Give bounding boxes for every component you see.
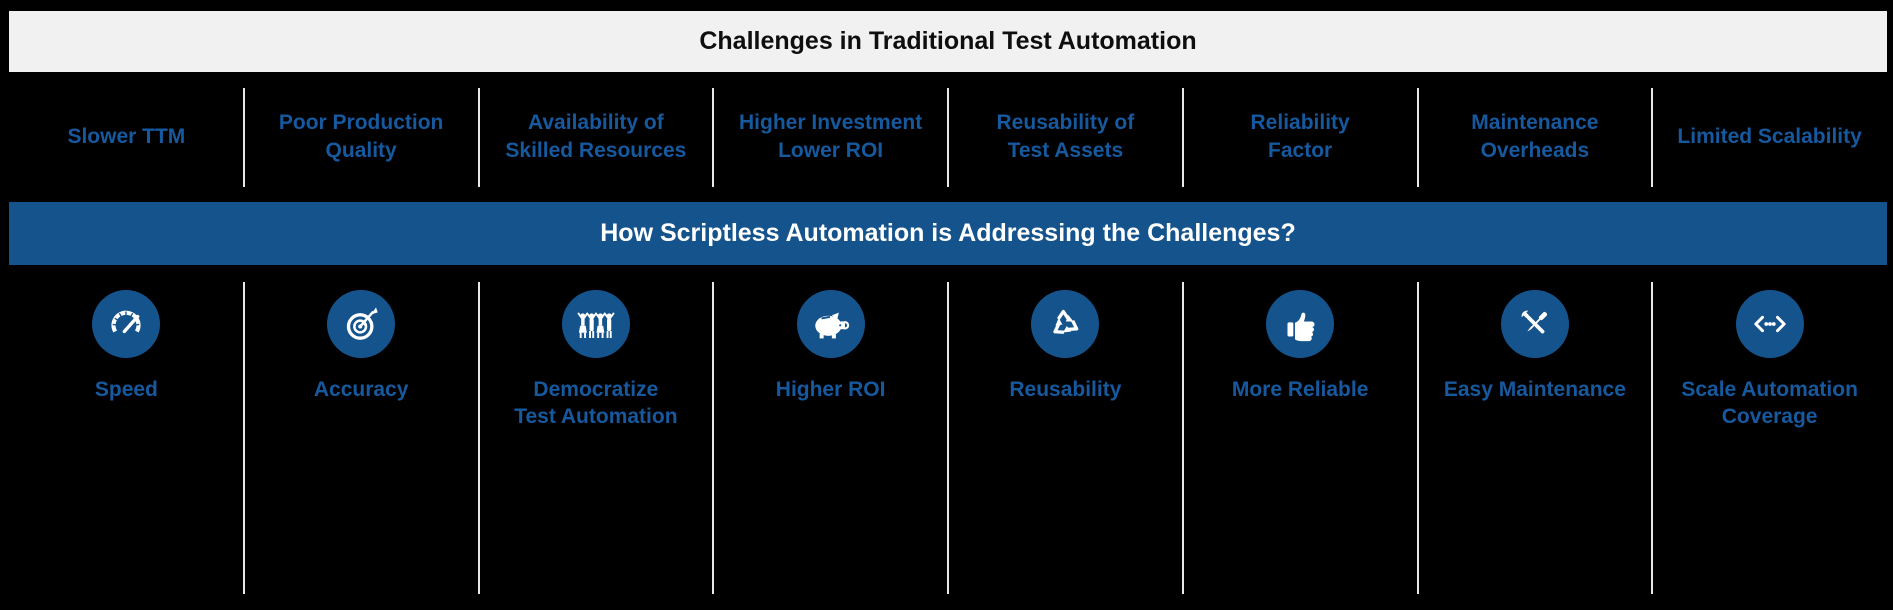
- solutions-row: Speed Accuracy: [9, 265, 1887, 610]
- challenge-label: Maintenance Overheads: [1471, 111, 1599, 162]
- challenges-header-band: Challenges in Traditional Test Automatio…: [9, 11, 1887, 72]
- challenges-title: Challenges in Traditional Test Automatio…: [699, 27, 1197, 55]
- speedometer-icon: [92, 290, 161, 358]
- challenge-label: Higher Investment Lower ROI: [739, 111, 923, 162]
- solution-label: Accuracy: [313, 378, 409, 401]
- solution-label: Reusability: [1009, 378, 1122, 401]
- thumbs-up-icon: [1266, 290, 1335, 358]
- solution-higher-roi: Higher ROI: [712, 265, 948, 610]
- target-arrow-icon: [327, 290, 396, 358]
- challenge-slower-ttm: Slower TTM: [9, 72, 244, 202]
- solutions-header-band: How Scriptless Automation is Addressing …: [9, 202, 1887, 265]
- code-expand-icon: [1735, 290, 1804, 358]
- solution-label: More Reliable: [1231, 378, 1369, 401]
- challenge-label: Reliability Factor: [1250, 111, 1350, 162]
- crowd-icon: [561, 290, 630, 358]
- challenge-label: Reusability of Test Assets: [996, 111, 1135, 162]
- solution-label: Speed: [94, 378, 158, 401]
- challenge-higher-investment: Higher Investment Lower ROI: [712, 72, 948, 202]
- solution-speed: Speed: [9, 265, 244, 610]
- challenge-label: Slower TTM: [67, 125, 186, 148]
- solutions-title: How Scriptless Automation is Addressing …: [600, 219, 1296, 247]
- solution-label: Scale Automation Coverage: [1681, 378, 1858, 428]
- challenge-limited-scalability: Limited Scalability: [1651, 72, 1887, 202]
- solution-label: Democratize Test Automation: [514, 378, 678, 428]
- solution-label: Easy Maintenance: [1443, 378, 1626, 401]
- solution-democratize: Democratize Test Automation: [477, 265, 714, 610]
- challenge-label: Poor Production Quality: [278, 111, 444, 162]
- solution-scale-coverage: Scale Automation Coverage: [1651, 265, 1887, 610]
- solution-label: Higher ROI: [775, 378, 886, 401]
- recycle-icon: [1031, 290, 1100, 358]
- challenge-label: Limited Scalability: [1677, 125, 1862, 148]
- challenge-maintenance-overheads: Maintenance Overheads: [1416, 72, 1653, 202]
- challenge-label: Availability of Skilled Resources: [505, 111, 687, 162]
- challenge-skilled-resources: Availability of Skilled Resources: [477, 72, 714, 202]
- challenge-reusability-test-assets: Reusability of Test Assets: [947, 72, 1183, 202]
- challenge-reliability-factor: Reliability Factor: [1181, 72, 1418, 202]
- tools-icon: [1500, 290, 1569, 358]
- piggy-bank-icon: [796, 290, 865, 358]
- challenge-poor-production-quality: Poor Production Quality: [242, 72, 479, 202]
- solution-easy-maintenance: Easy Maintenance: [1416, 265, 1653, 610]
- solution-more-reliable: More Reliable: [1181, 265, 1418, 610]
- solution-accuracy: Accuracy: [242, 265, 479, 610]
- solution-reusability: Reusability: [947, 265, 1183, 610]
- challenges-row: Slower TTM Poor Production Quality Avail…: [9, 72, 1887, 202]
